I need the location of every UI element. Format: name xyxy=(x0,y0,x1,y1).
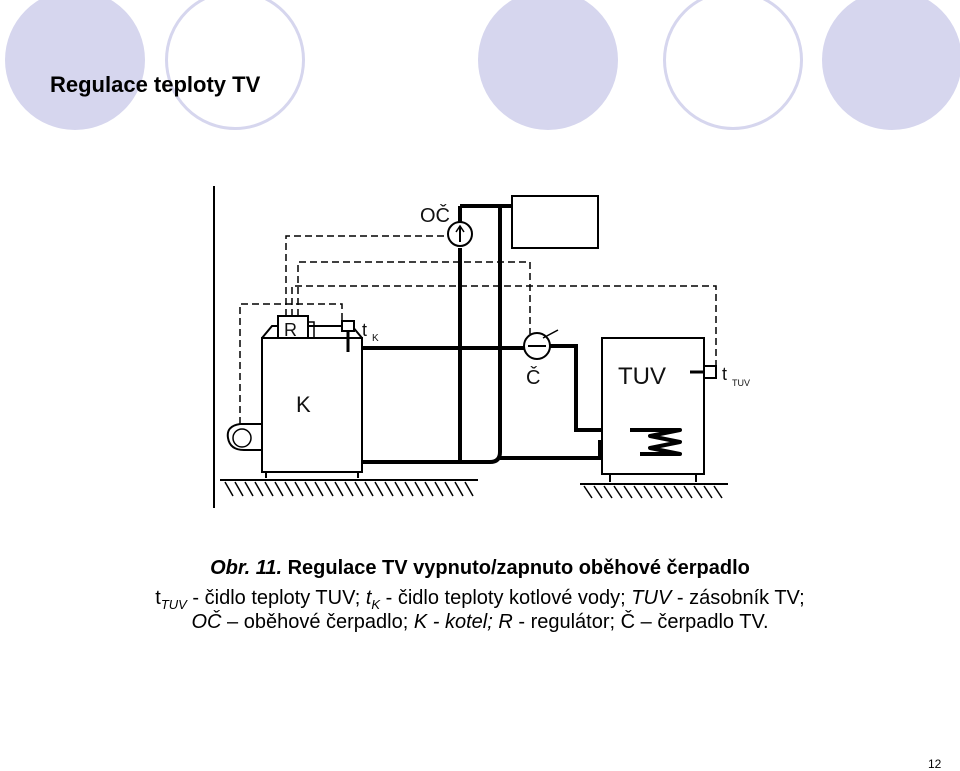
legend-t6-desc: - regulátor; xyxy=(518,611,616,633)
boiler-body xyxy=(261,337,363,473)
caption-line-2: tTUV - čidlo teploty TUV; tK - čidlo tep… xyxy=(0,586,960,617)
label-tank: TUV xyxy=(618,363,666,390)
label-boiler: K xyxy=(296,392,311,417)
label-sensor-boiler-sub: K xyxy=(372,333,379,344)
page-title: Regulace teploty TV xyxy=(50,72,261,97)
floor-left xyxy=(220,479,478,497)
caption-line-3: OČ – oběhové čerpadlo; K - kotel; R - re… xyxy=(0,610,960,634)
caption-line-1: Obr. 11. Regulace TV vypnuto/zapnuto obě… xyxy=(0,556,960,580)
legend-t5: K - xyxy=(413,611,440,633)
radiator-box xyxy=(511,195,599,249)
figure-title: Regulace TV vypnuto/zapnuto oběhové čerp… xyxy=(287,557,750,579)
label-regulator: R xyxy=(284,320,297,340)
label-sensor-boiler: t xyxy=(362,320,367,340)
label-sensor-tank-sub: TUV xyxy=(732,378,750,388)
legend-t1-desc: - čidlo teploty TUV; xyxy=(192,587,361,609)
legend-t4-desc: – oběhové čerpadlo; xyxy=(227,611,409,633)
legend-t4: OČ xyxy=(191,611,222,633)
control-wiring xyxy=(239,235,717,424)
legend-t1: t xyxy=(155,587,161,609)
legend-t2-desc: - čidlo teploty kotlové vody; xyxy=(385,587,626,609)
decor-circle-1 xyxy=(5,0,145,130)
legend-t3: TUV xyxy=(631,587,672,609)
legend-t3-desc: - zásobník TV; xyxy=(676,587,805,609)
figure-number: Obr. 11. xyxy=(210,557,283,579)
floor-right xyxy=(580,483,728,499)
tank-coil xyxy=(630,428,682,456)
legend-t6: R xyxy=(498,611,513,633)
burner-fan xyxy=(226,423,262,451)
tank-sensor xyxy=(703,365,717,379)
decor-circle-5 xyxy=(822,0,960,130)
legend-t2: t xyxy=(365,587,372,609)
heating-diagram: OČ R t K Č TUV K t TUV xyxy=(213,186,750,508)
boiler-top xyxy=(261,325,363,339)
decor-circle-2 xyxy=(165,0,305,130)
label-pump-circ: OČ xyxy=(420,204,450,227)
label-sensor-tank: t xyxy=(722,364,727,384)
return-pipe xyxy=(362,204,512,464)
decor-circle-4 xyxy=(663,0,803,130)
tank-body xyxy=(601,337,705,475)
regulator-box xyxy=(277,315,309,339)
legend-t5-desc: kotel; xyxy=(444,611,493,633)
legend-t7-desc: – čerpadlo TV. xyxy=(640,611,769,633)
legend-t1-sub: TUV xyxy=(160,597,187,612)
legend-t2-sub: K xyxy=(371,597,381,612)
decor-circle-3 xyxy=(478,0,618,130)
label-pump-tv: Č xyxy=(526,366,540,389)
page-number: 12 xyxy=(928,757,942,771)
boiler-sensor xyxy=(341,320,355,332)
legend-t7: Č xyxy=(620,611,636,633)
